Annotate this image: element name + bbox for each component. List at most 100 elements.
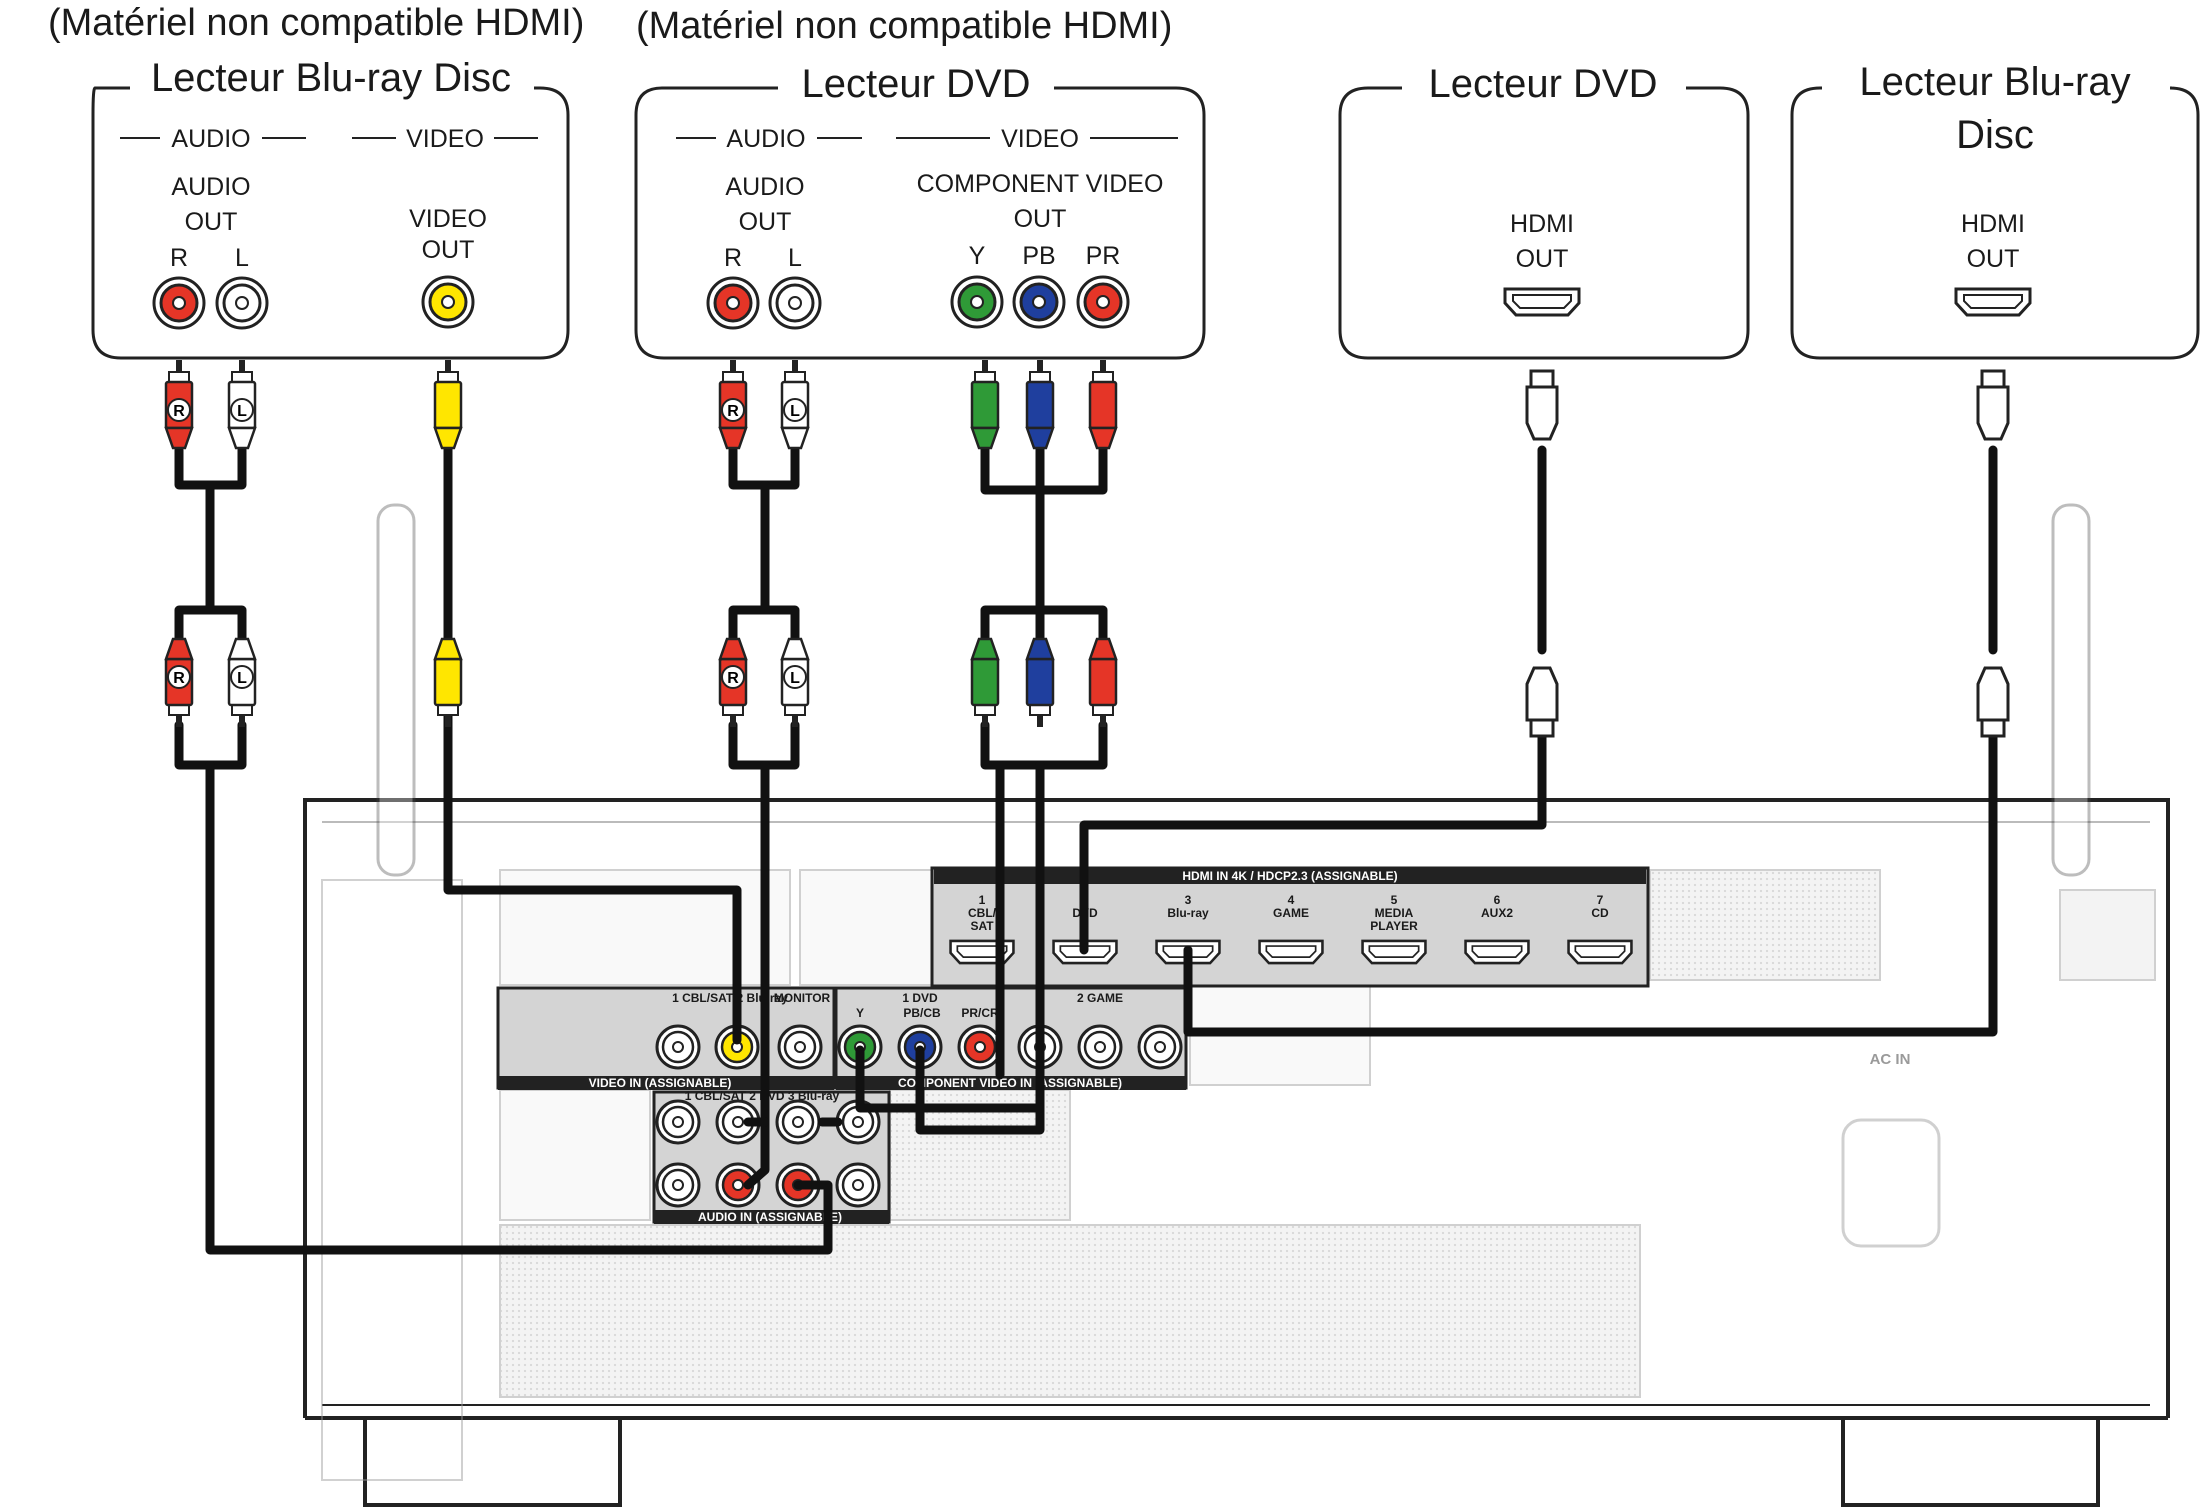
audio-out-l-jack	[768, 276, 822, 330]
plug-label-r: R	[173, 403, 185, 420]
plugs: R L R L R L R L	[164, 358, 2010, 738]
audio-out-label-2: OUT	[739, 208, 792, 236]
plug-badge: L	[783, 665, 807, 689]
device-title: Lecteur Blu-ray	[1859, 60, 2130, 104]
plug-label-r: R	[727, 670, 739, 687]
hdmi-input-number: 1	[979, 893, 986, 907]
video-out-monitor-jack	[777, 1024, 823, 1070]
plug-label-l: L	[237, 403, 247, 420]
component-in-pr-jack	[957, 1024, 1003, 1070]
hdmi-out-port	[1503, 287, 1581, 317]
hdmi-input-label: Blu-ray	[1167, 906, 1209, 920]
audio-in-dvd-r-jack	[715, 1162, 761, 1208]
audio-in-cblsat-r-jack	[655, 1162, 701, 1208]
hdmi-out-label: HDMI	[1510, 210, 1574, 238]
hdmi-input-number: 3	[1185, 893, 1192, 907]
audio-in-aux-r-jack	[835, 1162, 881, 1208]
component-in-pr-label: PR/CR	[961, 1006, 999, 1020]
antenna-left-icon	[376, 503, 416, 877]
ac-in-label: AC IN	[1870, 1051, 1911, 1068]
video-in-title: 1 CBL/SAT 2 Blu-ray	[672, 991, 788, 1005]
component-pb-jack	[1012, 275, 1066, 329]
video-in-monitor-label: MONITOR	[774, 991, 831, 1005]
plug-label-l: L	[237, 670, 247, 687]
device-bluray-hdmi: Lecteur Blu-ray Disc HDMI OUT	[1790, 60, 2200, 360]
audio-out-l-jack	[215, 276, 269, 330]
rca-plug-pr	[1088, 358, 1118, 450]
component-pr-jack	[1076, 275, 1130, 329]
plug-badge: R	[721, 665, 745, 689]
video-out-jack	[421, 275, 475, 329]
hdmi-input-port	[1361, 939, 1427, 965]
rca-plug-pb	[1025, 358, 1055, 450]
audio-in-cblsat-l-jack	[655, 1099, 701, 1145]
hdmi-input-number: 5	[1391, 893, 1398, 907]
hdmi-input-label: CBL/	[968, 906, 997, 920]
device-title: Lecteur DVD	[1429, 62, 1658, 106]
hdmi-out-label-2: OUT	[1516, 245, 1569, 273]
plug-badge: R	[167, 665, 191, 689]
device-title-2: Disc	[1956, 113, 2034, 157]
hdmi-in-header: HDMI IN 4K / HDCP2.3 (ASSIGNABLE)	[1182, 869, 1397, 883]
rca-plug-video-end	[433, 637, 463, 729]
video-in-block: 1 CBL/SAT 2 Blu-ray MONITOR VIDEO IN (AS…	[496, 986, 836, 1090]
hdmi-plug-bottom	[1525, 666, 1559, 738]
rca-plug-y-end	[970, 637, 1000, 729]
video-in-cblsat-jack	[655, 1024, 701, 1070]
component-in-pb-label: PB/CB	[903, 1006, 941, 1020]
video-out-label: VIDEO	[409, 205, 487, 233]
antenna-right-icon	[2051, 503, 2091, 877]
audio-in-block: 1 CBL/SAT 2 DVD 3 Blu-ray AUDIO IN (ASSI…	[652, 1089, 891, 1224]
video-in-footer: VIDEO IN (ASSIGNABLE)	[589, 1076, 732, 1090]
hdmi-input-7: 7CD	[1567, 893, 1633, 965]
hdmi-out-label-2: OUT	[1967, 245, 2020, 273]
audio-out-r-jack	[706, 276, 760, 330]
component-in-y-label: Y	[856, 1006, 864, 1020]
rca-plug-pr-end	[1088, 637, 1118, 729]
component-in-footer: COMPONENT VIDEO IN (ASSIGNABLE)	[898, 1076, 1122, 1090]
hdmi-in-block: HDMI IN 4K / HDCP2.3 (ASSIGNABLE) 1CBL/S…	[930, 866, 1650, 988]
hdmi-input-number: 4	[1288, 893, 1295, 907]
component-in-block: 1 DVD 2 GAME Y PB/CB PR/CR COMPONENT VID…	[834, 986, 1188, 1090]
hdmi-plug-top	[1525, 369, 1559, 441]
audio-out-r-jack	[152, 276, 206, 330]
audio-group-label: AUDIO	[171, 125, 250, 153]
audio-out-label: AUDIO	[725, 173, 804, 201]
hdmi-input-port	[1258, 939, 1324, 965]
hdmi-input-label: PLAYER	[1370, 919, 1418, 933]
hdmi-input-list: 1CBL/SAT2DVD3Blu-ray4GAME5MEDIAPLAYER6AU…	[949, 893, 1633, 965]
rca-plug-l: L	[227, 358, 257, 450]
video-group-label: VIDEO	[1001, 125, 1079, 153]
device-dvd-hdmi: Lecteur DVD HDMI OUT	[1338, 62, 1750, 360]
component-pr-label: PR	[1086, 242, 1121, 270]
device-bluray-analog: Lecteur Blu-ray Disc AUDIO VIDEO AUDIO O…	[91, 56, 570, 360]
cables	[174, 435, 1998, 1255]
rca-plug-pb-end	[1025, 637, 1055, 729]
note-right: (Matériel non compatible HDMI)	[636, 5, 1172, 47]
device-title: Lecteur Blu-ray Disc	[151, 56, 511, 100]
hdmi-input-port	[1464, 939, 1530, 965]
audio-out-label: AUDIO	[171, 173, 250, 201]
component-y-label: Y	[969, 242, 986, 270]
hdmi-input-label: AUX2	[1481, 906, 1513, 920]
component-in-game-pr-jack	[1137, 1024, 1183, 1070]
rca-plug-y	[970, 358, 1000, 450]
plug-label-r: R	[727, 403, 739, 420]
channel-r-label: R	[170, 244, 188, 272]
video-group-label: VIDEO	[406, 125, 484, 153]
plug-label-l: L	[790, 670, 800, 687]
plug-label-r: R	[173, 670, 185, 687]
component-pb-label: PB	[1022, 242, 1055, 270]
hdmi-input-number: 6	[1494, 893, 1501, 907]
hdmi-plug-top	[1976, 369, 2010, 441]
hdmi-input-port	[1567, 939, 1633, 965]
plug-badge: L	[230, 665, 254, 689]
audio-in-bluray-l-jack	[775, 1099, 821, 1145]
note-left: (Matériel non compatible HDMI)	[48, 2, 584, 44]
component-out-label: COMPONENT VIDEO	[917, 170, 1164, 198]
